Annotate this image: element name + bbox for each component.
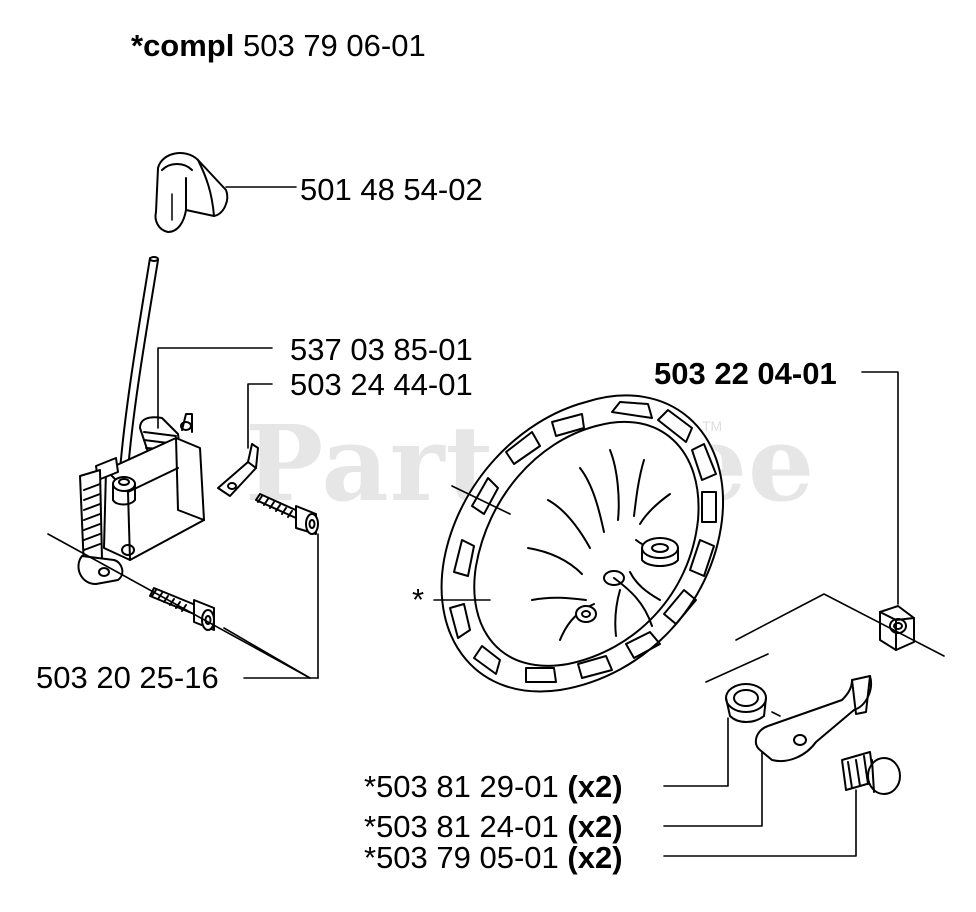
leader-spring <box>663 717 729 787</box>
leader-ground-plate <box>247 383 273 449</box>
trademark-mark: TM <box>702 418 723 434</box>
label-ground-plate[interactable]: 503 24 44-01 <box>290 367 473 402</box>
spring-drawing <box>725 683 767 723</box>
leader-nut <box>861 371 899 605</box>
leader-pawl-screw <box>663 789 857 857</box>
label-flywheel[interactable]: * <box>412 582 425 617</box>
lower-screw-drawing <box>149 587 215 631</box>
kit-row-part: *503 81 29-01 <box>364 769 559 804</box>
label-spark-boot[interactable]: 501 48 54-02 <box>300 172 483 207</box>
kit-row-part: *503 81 24-01 <box>364 809 559 844</box>
leader-flywheel-axis <box>451 485 511 515</box>
leader-spring-axis <box>705 653 769 683</box>
label-module-screws[interactable]: 503 20 25-16 <box>36 660 219 695</box>
leader-crank-axis <box>735 593 945 657</box>
kit-header: *compl 503 79 06-01 <box>131 30 426 61</box>
leader-axis-left <box>47 533 311 679</box>
kit-row-qty: (x2) <box>567 769 623 804</box>
leader-pawl-axis <box>771 711 781 717</box>
ignition-lead-drawing <box>119 256 159 471</box>
leader-ignition-module <box>157 347 273 429</box>
kit-row-qty: (x2) <box>567 809 623 844</box>
kit-row-spring[interactable]: *503 81 29-01 (x2) <box>364 771 623 802</box>
ground-plate-drawing <box>217 443 259 497</box>
kit-header-part: 503 79 06-01 <box>242 28 426 63</box>
pawl-screw-drawing <box>841 751 901 795</box>
leader-lines <box>47 186 945 857</box>
upper-screw-drawing <box>255 493 319 535</box>
leader-pawl <box>663 751 763 827</box>
leader-lower-screw <box>223 627 311 679</box>
label-flywheel-nut[interactable]: 503 22 04-01 <box>654 356 837 391</box>
kit-row-part: *503 79 05-01 <box>364 840 559 875</box>
pawl-drawing <box>754 675 872 762</box>
spark-plug-boot-drawing <box>154 152 229 233</box>
kit-header-prefix: *compl <box>131 28 235 63</box>
kit-row-qty: (x2) <box>567 840 623 875</box>
kit-row-pawl-screw[interactable]: *503 79 05-01 (x2) <box>364 842 623 873</box>
kit-row-pawl[interactable]: *503 81 24-01 (x2) <box>364 811 623 842</box>
label-ignition-module[interactable]: 537 03 85-01 <box>290 332 473 367</box>
flywheel-drawing <box>440 394 725 693</box>
flywheel-nut-drawing <box>879 605 915 651</box>
ignition-module-drawing <box>77 413 205 585</box>
